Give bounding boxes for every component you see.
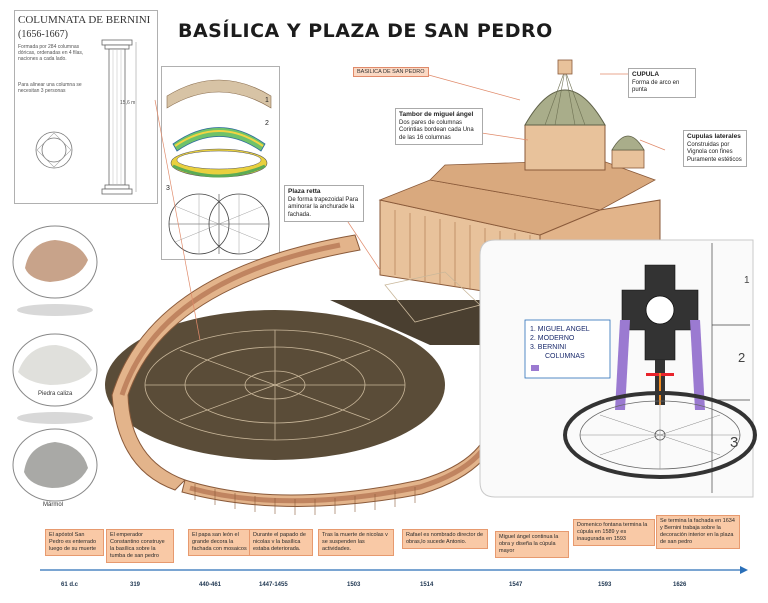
bernini-colonnade-panel: [14, 10, 158, 204]
column-drawing: [35, 39, 137, 195]
timeline-event-1: El apóstol San Pedro es enterrado luego …: [45, 529, 104, 556]
plaza-text: De forma trapezoidal Para aminorar la an…: [288, 196, 359, 218]
timeline-year-4: 1447-1455: [259, 582, 288, 588]
timeline-event-4: Durante el papado de nicolas v la basíli…: [249, 529, 313, 556]
laterales-title: Cupulas laterales: [687, 133, 741, 140]
plaza-plans-drawing: [166, 79, 272, 255]
cupula-text: Forma de arco en punta: [632, 79, 680, 94]
timeline-event-9: Se termina la fachada en 1634 y Bernini …: [656, 515, 740, 549]
plan-label-3: 3: [166, 185, 170, 192]
timeline-event-5: Tras la muerte de nicolas v se suspenden…: [318, 529, 394, 556]
timeline-event-7: Miguel ángel continua la obra y diseña l…: [495, 531, 569, 558]
plan-label-2: 2: [265, 120, 269, 127]
timeline-year-3: 440-461: [199, 582, 222, 588]
timeline-event-3: El papa san león el grande decora la fac…: [188, 529, 251, 556]
basilica-label: BASILICA DE SAN PEDRO: [353, 67, 429, 77]
plan-label-1: 1: [265, 97, 269, 104]
legend-num-1: 1.: [530, 326, 536, 333]
section-3: 3: [730, 434, 739, 451]
cupulas-laterales-callout: Cupulas laterales Construidas por Vignol…: [683, 130, 747, 167]
timeline-year-8: 1593: [598, 582, 612, 588]
timeline-year-9: 1626: [673, 582, 687, 588]
piedra-caliza-label: Piedra caliza: [38, 391, 73, 397]
legend-num-3: 3.: [530, 344, 536, 351]
column-height-label: 15,6 m: [120, 100, 136, 106]
stone-samples: [12, 225, 98, 502]
floor-plan-legend: 1. MIGUEL ANGEL 2. MODERNO 3. BERNINI CO…: [530, 325, 590, 361]
bernini-years: (1656-1667): [18, 29, 68, 40]
cupula-title: CUPULA: [632, 71, 660, 78]
timeline-event-6: Rafael es nombrado director de obras,lo …: [402, 529, 488, 549]
legend-bernini: BERNINI: [537, 344, 567, 351]
page-title: BASÍLICA Y PLAZA DE SAN PEDRO: [178, 20, 553, 42]
laterales-text: Construidas por Vignola con fines Purame…: [687, 141, 742, 163]
legend-miguel-angel: MIGUEL ANGEL: [537, 326, 590, 333]
timeline-year-6: 1514: [420, 582, 434, 588]
tambor-text: Dos pares de columnas Corintias bordean …: [399, 119, 474, 141]
timeline-year-2: 319: [130, 582, 141, 588]
legend-num-2: 2.: [530, 335, 536, 342]
floor-plan-panel: [479, 239, 757, 498]
bernini-description: Formada por 284 columnas dóricas, ordena…: [18, 44, 84, 62]
plaza-title: Plaza retta: [288, 188, 321, 195]
plaza-retta-callout: Plaza retta De forma trapezoidal Para am…: [284, 185, 364, 222]
section-2: 2: [738, 350, 746, 365]
bernini-note: Para alinear una columna se necesitan 3 …: [18, 82, 82, 94]
legend-moderno: MODERNO: [537, 335, 575, 342]
tambor-title: Tambor de miguel ángel: [399, 111, 474, 118]
timeline-event-2: El emperador Constantino construye la ba…: [106, 529, 174, 563]
section-1: 1: [744, 275, 750, 286]
timeline-year-1: 61 d.c: [61, 582, 79, 588]
timeline-year-7: 1547: [509, 582, 523, 588]
legend-columnas: COLUMNAS: [545, 353, 585, 360]
bernini-title: COLUMNATA DE BERNINI: [18, 14, 151, 26]
timeline-axis: [40, 566, 748, 574]
cupula-callout: CUPULA Forma de arco en punta: [628, 68, 696, 98]
timeline-year-5: 1503: [347, 582, 361, 588]
marmol-label: Mármol: [43, 502, 64, 508]
timeline-event-8: Domenico fontana termina la cúpula en 15…: [573, 519, 655, 546]
tambor-callout: Tambor de miguel ángel Dos pares de colu…: [395, 108, 483, 145]
